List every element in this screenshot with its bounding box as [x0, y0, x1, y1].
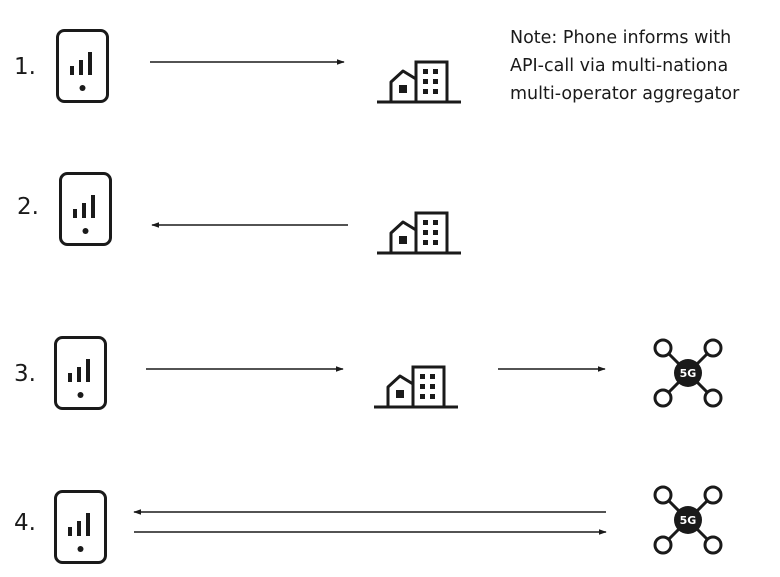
5g-badge-label: 5G [680, 367, 697, 380]
enterprise-building-icon [372, 365, 460, 409]
smartphone-signal-icon [56, 29, 109, 103]
5g-badge-label: 5G [680, 514, 697, 527]
step-2: 2. [17, 172, 463, 255]
step-label-4: 4. [14, 510, 36, 536]
note-line-1: Note: Phone informs with [510, 28, 731, 48]
5g-network-hub-icon: 5G [653, 485, 723, 555]
step-4: 4. 5G [14, 485, 723, 564]
step-label-2: 2. [17, 194, 39, 220]
smartphone-signal-icon [54, 490, 107, 564]
smartphone-signal-icon [54, 336, 107, 410]
smartphone-signal-icon [59, 172, 112, 246]
step-1: 1. [14, 29, 463, 104]
step-label-1: 1. [14, 54, 36, 80]
step-3: 3. 5G [14, 336, 723, 410]
enterprise-building-icon [375, 211, 463, 255]
note-line-3: multi-operator aggregator [510, 84, 740, 104]
5g-network-hub-icon: 5G [653, 338, 723, 408]
note: Note: Phone informs with API-call via mu… [510, 28, 740, 104]
enterprise-building-icon [375, 60, 463, 104]
step-label-3: 3. [14, 361, 36, 387]
note-line-2: API-call via multi-nationa [510, 56, 728, 76]
